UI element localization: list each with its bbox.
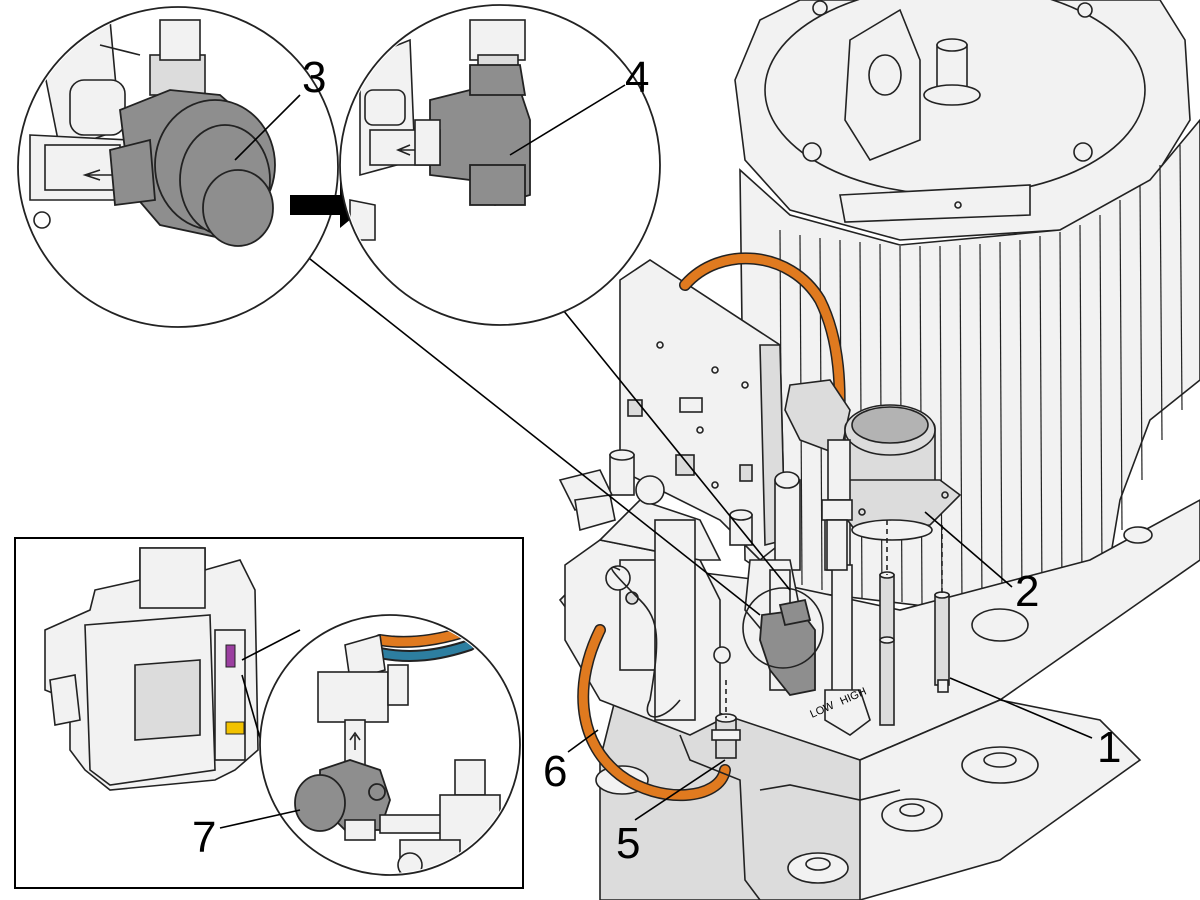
callout-1: 1 xyxy=(1097,723,1121,772)
callout-5: 5 xyxy=(616,819,640,868)
callout-leaders xyxy=(219,84,1093,829)
detail-circle-new-tee xyxy=(339,4,661,326)
detail-circle-old-valve xyxy=(17,6,339,328)
callout-4: 4 xyxy=(625,53,649,102)
callout-7: 7 xyxy=(192,813,216,862)
callout-3: 3 xyxy=(302,53,326,102)
component-1-standoffs xyxy=(879,520,950,726)
drain-tube xyxy=(679,734,901,900)
callout-2: 2 xyxy=(1015,567,1039,616)
component-4-tee-in-situ xyxy=(742,587,824,696)
callout-6: 6 xyxy=(543,747,567,796)
inset-panel xyxy=(14,537,524,889)
hose-6 xyxy=(577,252,846,801)
component-2-pressure-switch xyxy=(784,379,962,571)
detail-leader-lines xyxy=(304,254,791,616)
motor xyxy=(734,0,1200,616)
callout-numbers: 1 2 3 4 5 6 7 xyxy=(192,53,1121,868)
component-5-fitting xyxy=(711,680,741,759)
